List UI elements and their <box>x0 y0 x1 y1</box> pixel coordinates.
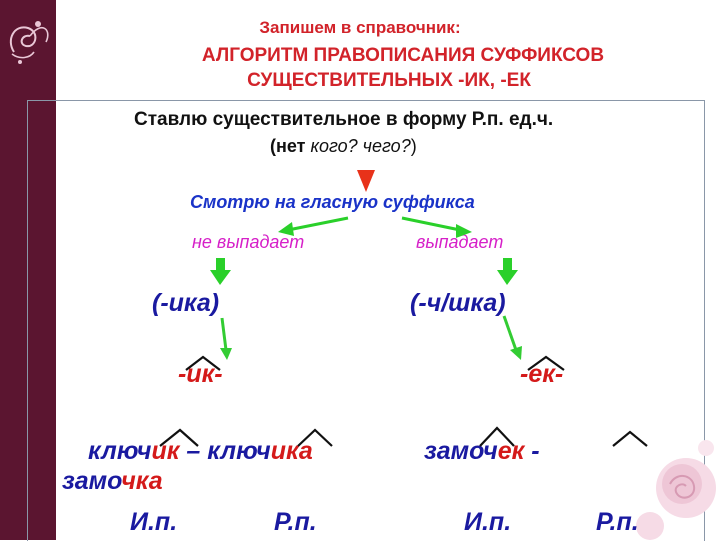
ending-right: (-ч/шка) <box>410 289 506 317</box>
caret-word4-icon <box>612 430 648 447</box>
page-title: АЛГОРИТМ ПРАВОПИСАНИЯ СУФФИКСОВ <box>201 45 605 66</box>
arrow-branch-left-icon <box>278 216 349 236</box>
arrow-to-suffix-left-icon <box>220 317 232 360</box>
rose-ornament-icon <box>636 440 716 540</box>
word2-suffix: ика <box>270 437 313 465</box>
word2-root: ключ <box>207 437 271 465</box>
examples-line-wrap: замочка <box>62 467 163 496</box>
word4-root: замо <box>62 467 122 495</box>
caret-word2-icon <box>297 428 333 447</box>
case-label-1: И.п. <box>130 508 178 536</box>
suffix-carets <box>159 355 648 447</box>
content-frame <box>27 100 705 541</box>
arrow-branch-right-icon <box>401 216 472 238</box>
left-decorative-band <box>0 0 56 540</box>
caret-suffix-right-icon <box>527 355 565 371</box>
branch-label-right: выпадает <box>416 232 504 252</box>
question-words: кого? чего? <box>310 136 411 156</box>
question-prefix: (нет <box>270 136 311 156</box>
step1-question: (нет кого? чего?) <box>270 136 417 157</box>
swirl-ornament-icon <box>9 21 49 64</box>
suffix-left: -ик- <box>178 360 223 388</box>
case-label-3: И.п. <box>464 508 512 536</box>
case-label-4: Р.п. <box>596 508 639 536</box>
caret-word3-icon <box>479 426 515 447</box>
caret-suffix-left-icon <box>185 355 221 371</box>
word4-suffix: чка <box>121 467 163 495</box>
step2-text: Смотрю на гласную суффикса <box>190 192 475 212</box>
case-label-2: Р.п. <box>274 508 317 536</box>
branch-label-left: не выпадает <box>192 232 305 252</box>
dash-2: - <box>524 437 540 465</box>
arrow-to-suffix-right-icon <box>502 315 522 360</box>
question-suffix: ) <box>410 136 417 156</box>
header-line-1: Запишем в справочник: <box>259 18 461 37</box>
page-subtitle: СУЩЕСТВИТЕЛЬНЫХ -ИК, -ЕК <box>247 70 531 91</box>
arrow-down-left-icon <box>210 258 231 285</box>
red-down-arrow-icon <box>357 170 375 192</box>
step1-text: Ставлю существительное в форму Р.п. ед.ч… <box>134 109 554 130</box>
caret-word1-icon <box>159 428 199 447</box>
ending-left: (-ика) <box>152 289 220 317</box>
arrow-down-right-icon <box>497 258 518 285</box>
word1-root: ключ <box>88 437 152 465</box>
